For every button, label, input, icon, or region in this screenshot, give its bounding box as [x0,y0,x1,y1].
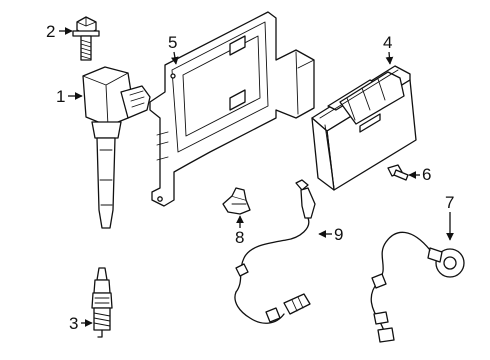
svg-text:3: 3 [69,314,78,333]
small-bolt-part [387,164,409,181]
svg-text:2: 2 [46,22,55,41]
svg-text:1: 1 [56,87,65,106]
ignition-coil-part [82,66,151,229]
callout-7: 7 [445,193,454,241]
callout-4: 4 [383,33,394,65]
callout-1: 1 [56,87,83,106]
svg-text:7: 7 [445,193,454,212]
svg-text:8: 8 [235,228,244,247]
callout-9: 9 [318,225,343,244]
ecu-module-part [311,65,417,191]
bolt-part [72,16,100,61]
callout-2: 2 [46,22,73,41]
callout-5: 5 [168,33,179,65]
svg-text:9: 9 [334,225,343,244]
svg-text:6: 6 [422,165,431,184]
svg-text:4: 4 [383,33,392,52]
callout-8: 8 [235,215,244,247]
sensor-7-part [370,231,465,343]
svg-text:5: 5 [168,33,177,52]
spark-plug-part [91,267,113,338]
callout-3: 3 [69,314,93,333]
callout-6: 6 [408,165,431,184]
sensor-8-part [222,187,251,215]
sensor-9-part [234,179,316,324]
bracket-part [149,11,315,207]
